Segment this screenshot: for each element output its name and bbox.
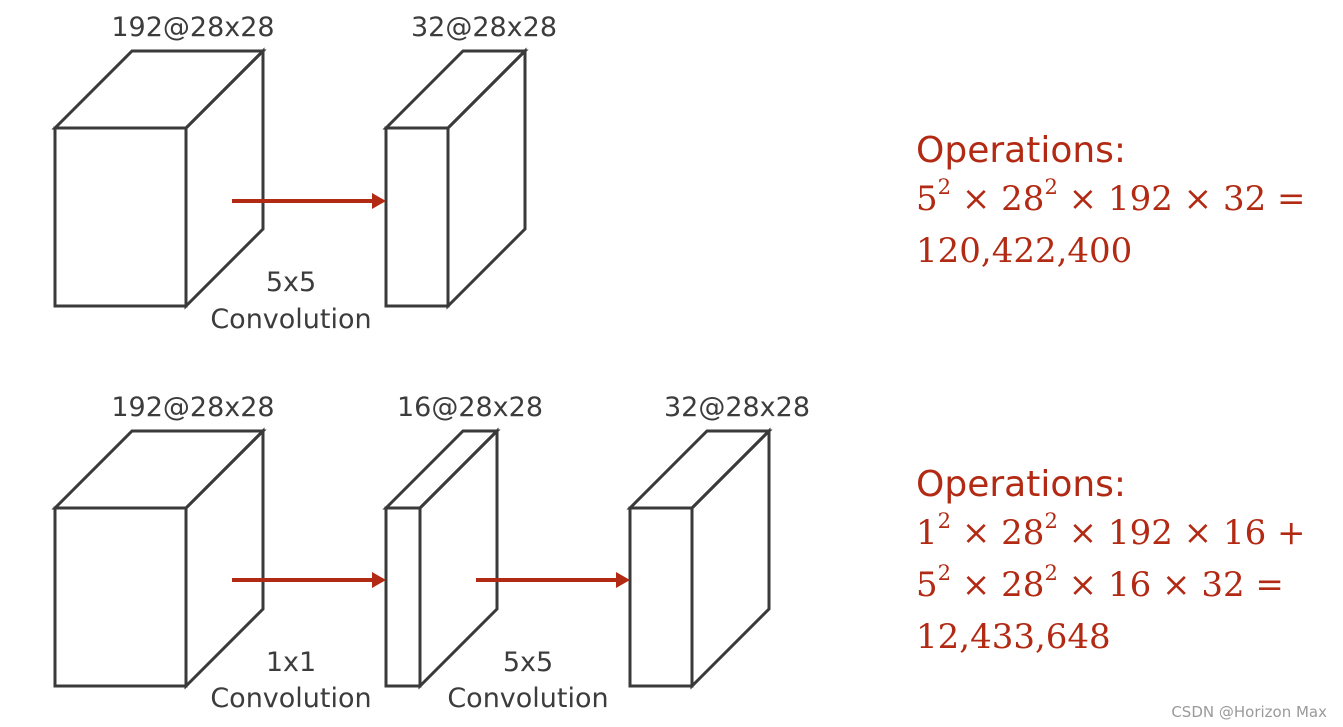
- bottleneck-output-label: 32@28x28: [664, 392, 810, 423]
- bottleneck-input-label: 192@28x28: [111, 392, 274, 423]
- bottleneck-conv2-size: 5x5: [503, 647, 553, 678]
- bottleneck-conv1-size: 1x1: [266, 647, 316, 678]
- bottleneck-conv2-arrow: [476, 572, 630, 588]
- naive-input-volume: [51, 47, 267, 310]
- naive-ops-result: 120,422,400: [916, 231, 1133, 271]
- bottleneck-conv1-arrow: [232, 572, 386, 588]
- naive-ops-title: Operations:: [916, 130, 1127, 171]
- naive-output-volume: [382, 47, 529, 310]
- bottleneck-mid-label: 16@28x28: [397, 392, 543, 423]
- naive-output-label: 32@28x28: [411, 12, 557, 43]
- bottleneck-ops-result: 12,433,648: [916, 617, 1111, 657]
- bottleneck-ops-title: Operations:: [916, 464, 1127, 505]
- naive-conv-size: 5x5: [266, 267, 316, 298]
- naive-operations: Operations: 52 × 282 × 192 × 32 = 120,42…: [916, 127, 1306, 275]
- naive-ops-expression: 52 × 282 × 192 × 32 =: [916, 174, 1306, 219]
- bottleneck-input-volume: [51, 427, 267, 690]
- naive-input-label: 192@28x28: [111, 12, 274, 43]
- bottleneck-output-volume: [626, 427, 773, 690]
- bottleneck-conv2-word: Convolution: [447, 683, 608, 714]
- naive-conv-word: Convolution: [210, 304, 371, 335]
- bottleneck-ops-expression-1: 12 × 282 × 192 × 16 +: [916, 508, 1306, 553]
- bottleneck-operations: Operations: 12 × 282 × 192 × 16 + 52 × 2…: [916, 461, 1306, 661]
- watermark: CSDN @Horizon Max: [1171, 703, 1327, 721]
- bottleneck-mid-volume: [382, 427, 501, 690]
- bottleneck-ops-expression-2: 52 × 282 × 16 × 32 =: [916, 560, 1284, 605]
- naive-conv-arrow: [232, 193, 386, 209]
- bottleneck-conv1-word: Convolution: [210, 683, 371, 714]
